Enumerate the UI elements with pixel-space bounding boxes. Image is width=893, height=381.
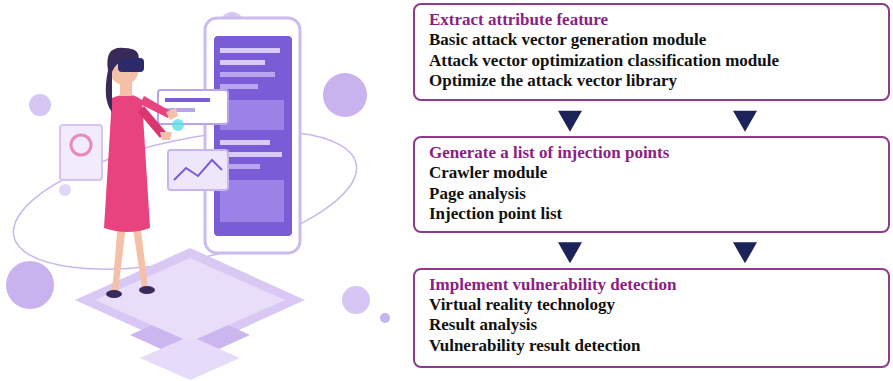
flow-arrow bbox=[733, 242, 757, 263]
chart-line bbox=[174, 160, 222, 180]
screen-line bbox=[220, 72, 275, 77]
shoe bbox=[106, 290, 122, 298]
leg bbox=[112, 222, 126, 292]
process-box: Extract attribute featureBasic attack ve… bbox=[413, 3, 890, 101]
hand bbox=[160, 132, 172, 140]
process-box: Generate a list of injection pointsCrawl… bbox=[413, 136, 890, 233]
box-item: Basic attack vector generation module bbox=[429, 30, 876, 50]
platform-tile bbox=[140, 336, 240, 380]
screen-line bbox=[220, 140, 270, 145]
screen-panel bbox=[220, 180, 284, 222]
hair bbox=[106, 48, 139, 112]
box-item: Attack vector optimization classificatio… bbox=[429, 51, 876, 71]
box-heading: Extract attribute feature bbox=[429, 10, 876, 30]
box-item: Result analysis bbox=[429, 315, 876, 335]
vr-headset bbox=[118, 58, 144, 72]
panel-line bbox=[165, 98, 210, 102]
box-item: Virtual reality technology bbox=[429, 295, 876, 315]
phone-screen bbox=[214, 36, 292, 236]
hand bbox=[166, 108, 178, 120]
box-item: Crawler module bbox=[429, 163, 876, 183]
screen-line bbox=[220, 60, 265, 65]
floating-panel bbox=[60, 125, 102, 180]
deco-circle bbox=[29, 94, 51, 116]
box-item: Page analysis bbox=[429, 184, 876, 204]
floating-panel bbox=[168, 150, 228, 190]
box-heading: Generate a list of injection points bbox=[429, 143, 876, 163]
deco-circle bbox=[6, 261, 54, 309]
screen-line bbox=[220, 48, 280, 53]
process-box: Implement vulnerability detectionVirtual… bbox=[413, 268, 890, 368]
platform-tile bbox=[75, 248, 305, 352]
box-heading: Implement vulnerability detection bbox=[429, 275, 876, 295]
box-item: Vulnerability result detection bbox=[429, 336, 876, 356]
flow-arrow bbox=[558, 242, 582, 263]
touch-glow bbox=[172, 119, 184, 131]
floating-panel bbox=[158, 90, 228, 124]
shoe bbox=[139, 286, 155, 294]
phone-body bbox=[205, 18, 300, 253]
box-item: Injection point list bbox=[429, 204, 876, 224]
deco-circle bbox=[59, 184, 71, 196]
screen-panel bbox=[220, 100, 284, 130]
screen-line bbox=[220, 84, 258, 89]
leg bbox=[132, 222, 148, 288]
platform-tile bbox=[95, 258, 285, 342]
flow-arrow bbox=[733, 111, 757, 132]
vr-illustration bbox=[0, 0, 400, 381]
flow-arrow bbox=[558, 111, 582, 132]
deco-circle bbox=[380, 313, 390, 323]
deco-circle bbox=[323, 73, 367, 117]
screen-line bbox=[220, 152, 282, 157]
deco-circle bbox=[342, 286, 370, 314]
box-item: Optimize the attack vector library bbox=[429, 71, 876, 91]
panel-icon bbox=[71, 135, 91, 155]
